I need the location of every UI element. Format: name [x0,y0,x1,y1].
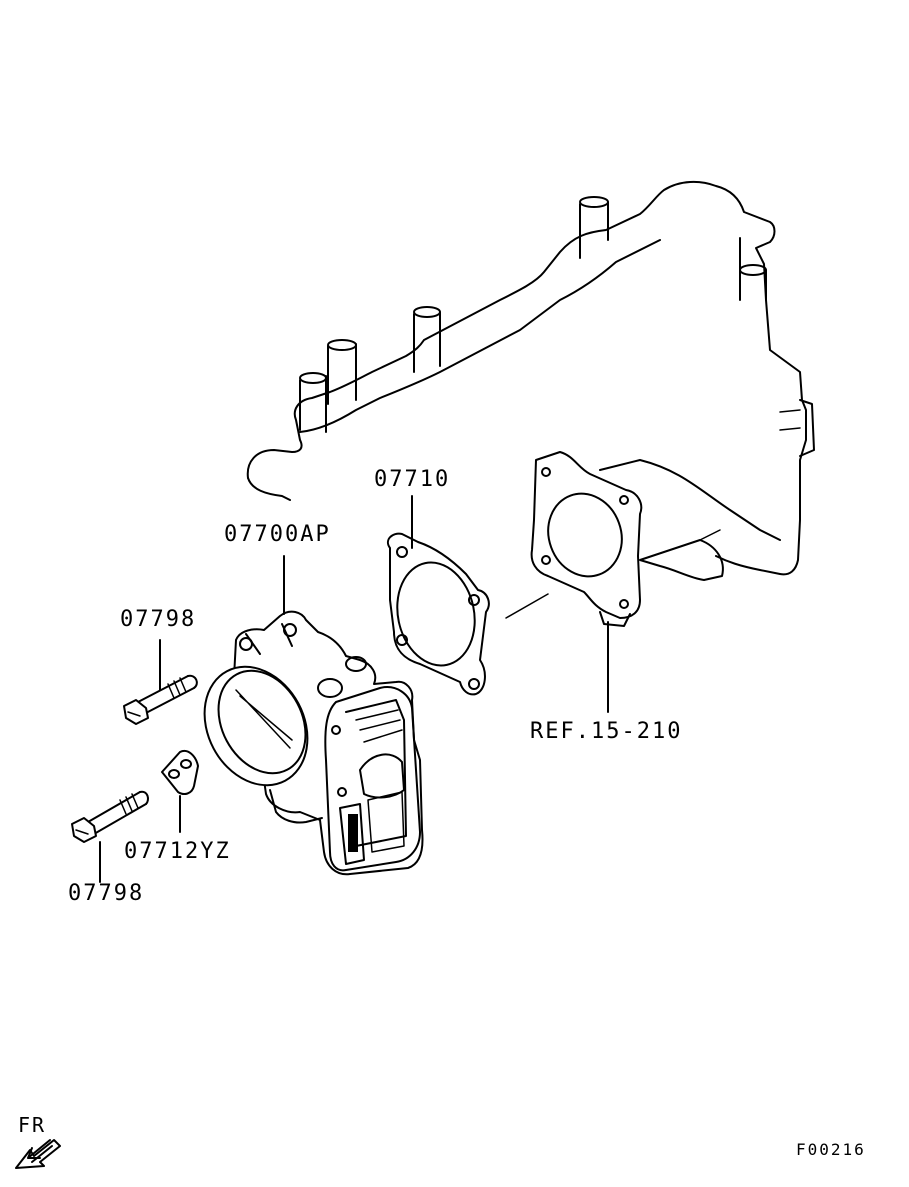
front-direction-arrow-icon [15,1139,61,1169]
throttle-body-gasket [386,532,490,696]
callout-bolt-upper: 07798 [120,607,197,632]
intake-manifold [246,180,815,627]
leader-lines [99,495,609,883]
figure-code: F00216 [796,1140,866,1159]
bracket [161,750,199,795]
orientation-label: FR [18,1113,47,1137]
bolt-upper [123,674,198,725]
runner-tubes [299,196,767,433]
callout-bracket: 07712YZ [124,839,231,864]
throttle-actuator [324,686,421,872]
callout-gasket: 07710 [374,467,451,492]
callout-bolt-lower: 07798 [68,881,145,906]
manifold-throttle-flange [530,451,643,619]
callout-throttle-body: 07700AP [224,522,331,547]
bolt-lower [71,790,149,843]
throttle-body [203,610,424,876]
callout-manifold-ref: REF.15-210 [530,719,683,744]
